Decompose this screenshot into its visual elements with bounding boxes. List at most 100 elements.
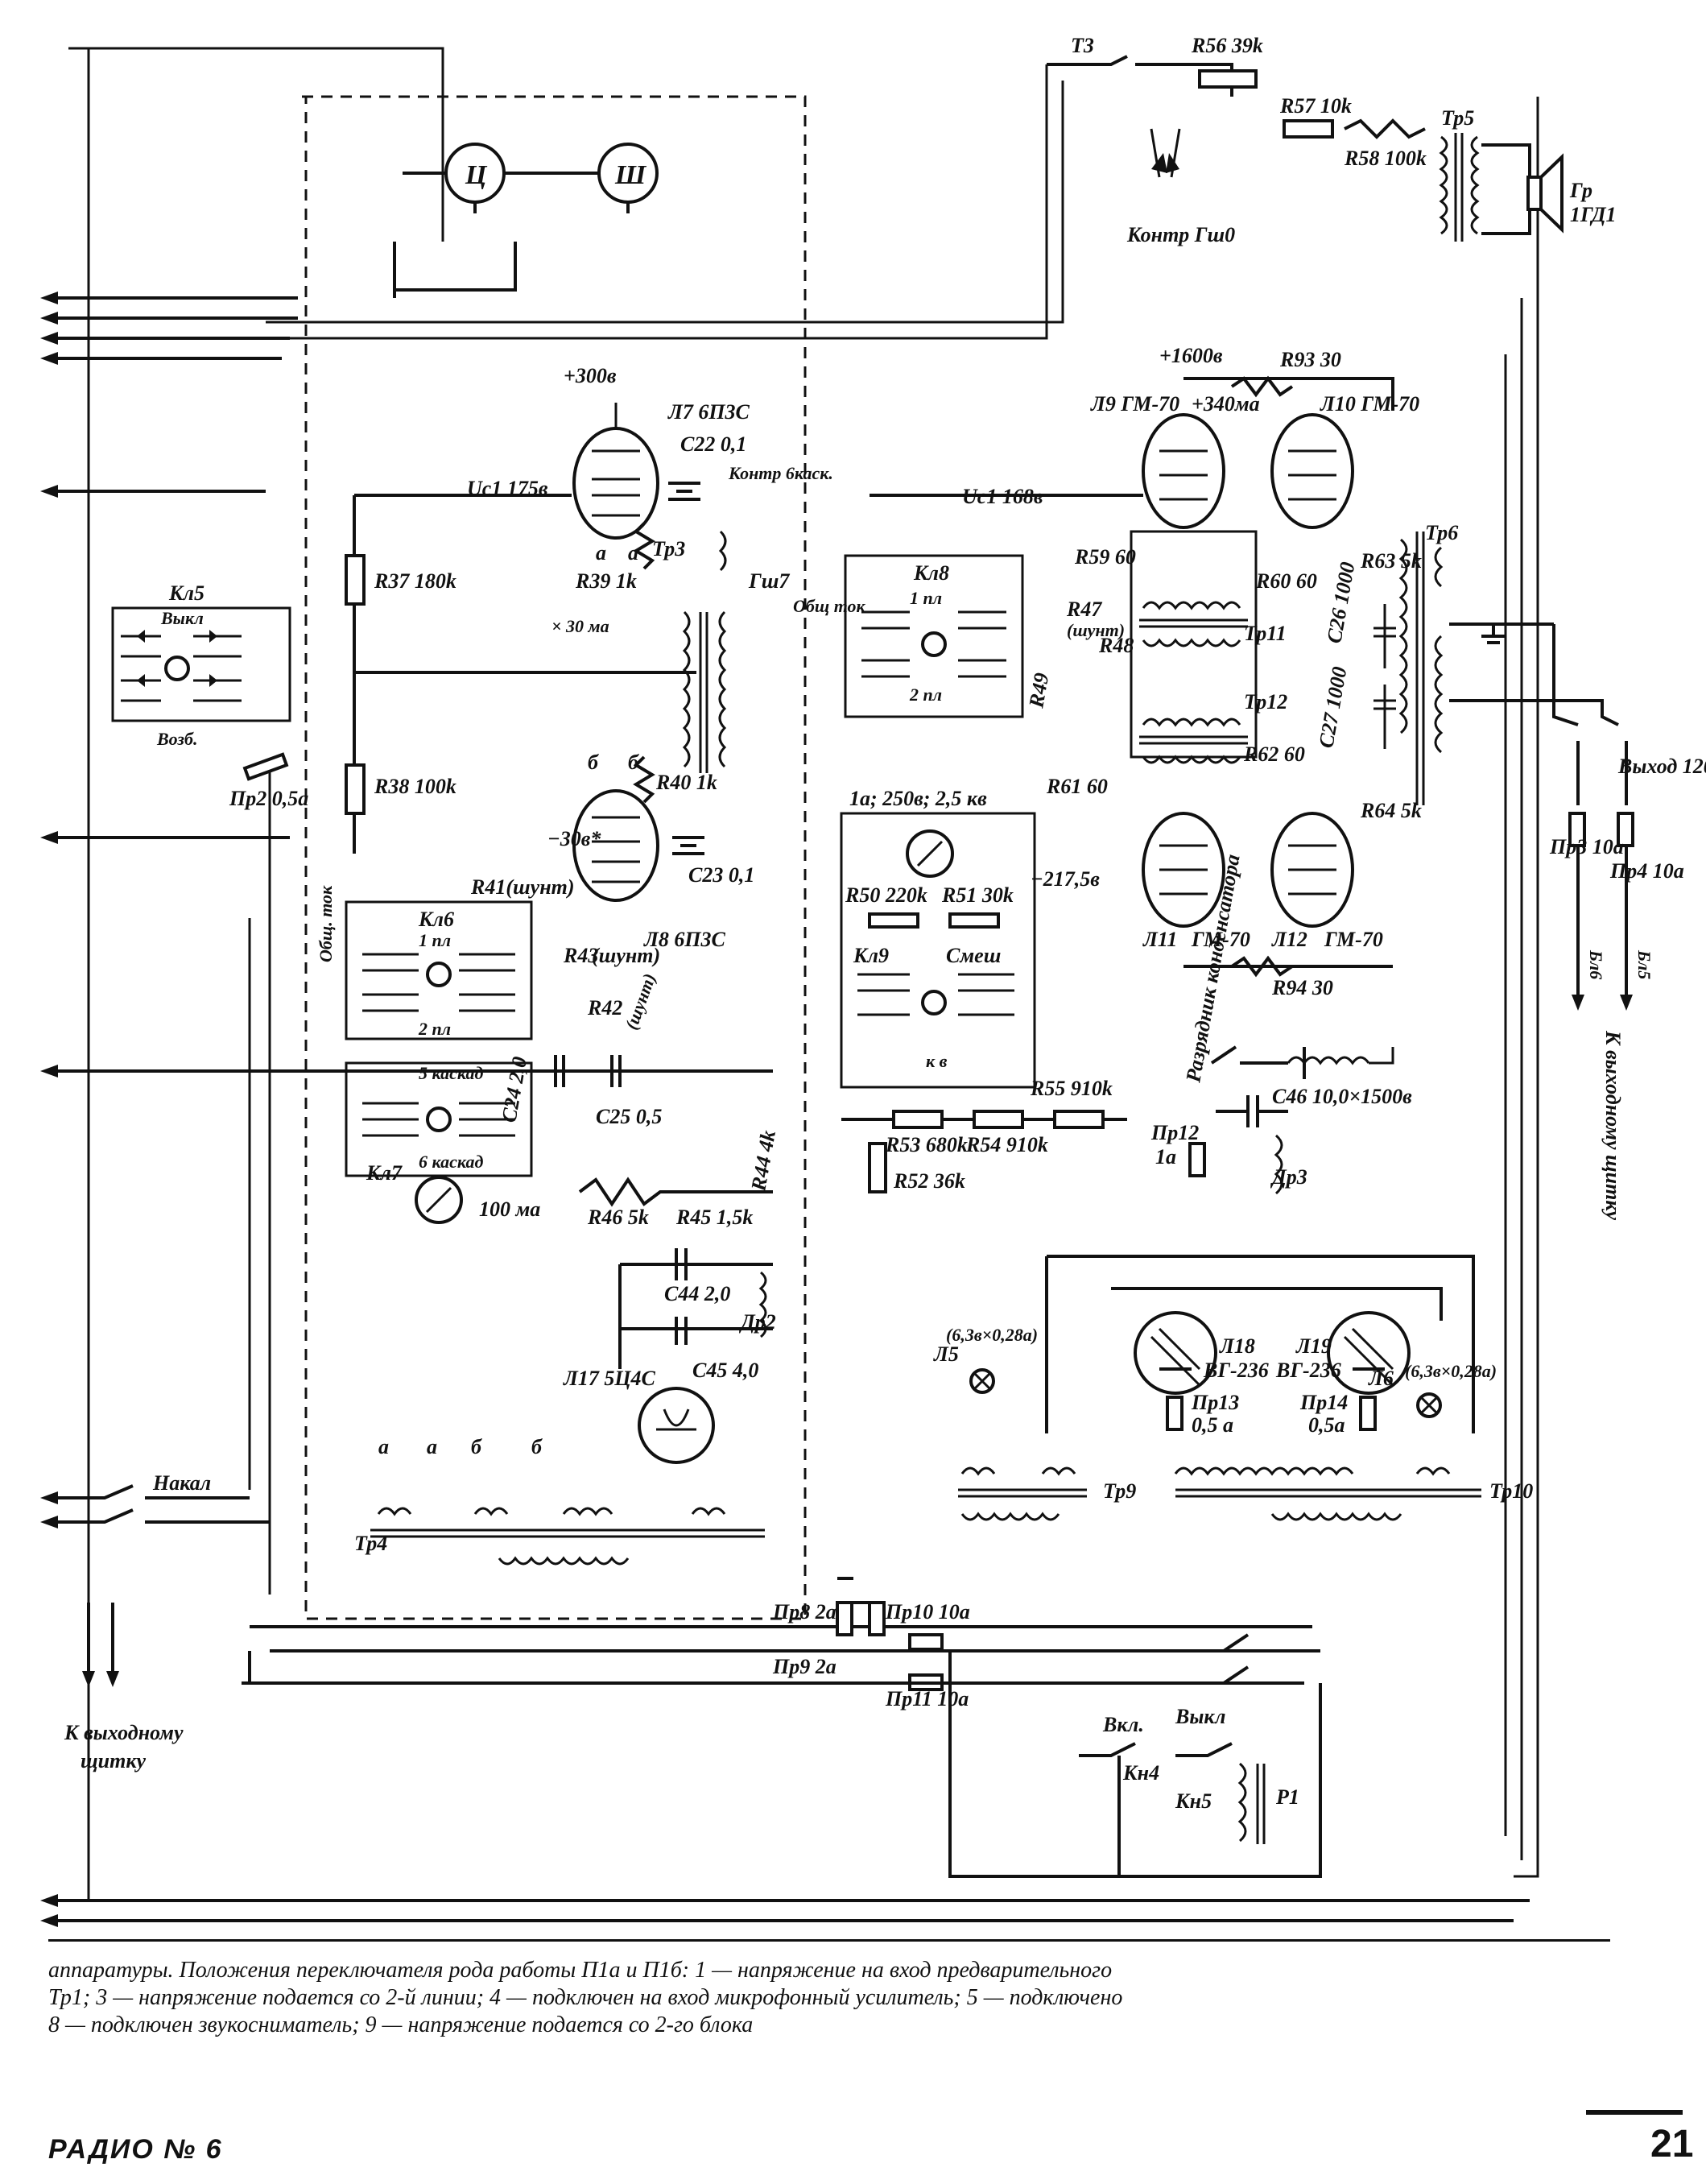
r46-label: R46 5k	[587, 1206, 649, 1229]
page-number: 21	[1650, 2123, 1694, 2165]
r52-label: R52 36k	[893, 1169, 965, 1193]
l9-plus: +1600в	[1159, 344, 1223, 367]
caption-line-1: аппаратуры. Положения переключателя рода…	[48, 1958, 1113, 1983]
l11-type: ГМ-70	[1191, 928, 1250, 951]
kl7-label: Кл7	[366, 1161, 403, 1185]
pos-1pl-right: 1 пл	[910, 588, 942, 608]
caption-separator	[48, 1939, 1610, 1942]
pr11-label: Пр11 10а	[885, 1687, 969, 1710]
p1-label: Р1	[1275, 1785, 1299, 1809]
tr3-transformer: Тр3 Контр 6каск. Гш7	[652, 463, 833, 773]
gr-type-label: 1ГД1	[1570, 203, 1617, 226]
pr13-label: Пр13	[1191, 1391, 1239, 1414]
to-panel-right: К выходному щитку	[1601, 1030, 1625, 1221]
caption-line-3: 8 — подключен звукосниматель; 9 — напряж…	[48, 2012, 754, 2037]
ma30-label: × 30 ма	[551, 616, 609, 636]
output-stage-top: +1600в R93 30 Л9 ГМ-70 +340ма Л10 ГМ-70 …	[870, 344, 1419, 529]
tr4-a1: а	[378, 1435, 389, 1458]
l10-label: Л10 ГМ-70	[1320, 392, 1419, 416]
l9-ma: +340ма	[1192, 392, 1260, 416]
l19-label: Л19	[1295, 1334, 1332, 1358]
rectifier-l17: C44 2,0 C45 4,0 Др2 Л17 5Ц4С	[563, 1248, 776, 1464]
r94-label: R94 30	[1271, 976, 1333, 999]
pos-5-left: 5 каскад	[419, 1063, 483, 1083]
r49-label: R49	[1024, 671, 1053, 710]
vkl-label: Вкл.	[1102, 1713, 1144, 1736]
r63-label: R63 5k	[1360, 549, 1422, 573]
obsh-tok-right: Общ ток	[793, 596, 866, 616]
tr12-label: Тр12	[1244, 690, 1287, 714]
caption-line-2: Тр1; 3 — напряжение подается со 2-й лини…	[48, 1985, 1123, 2010]
l18-label: Л18	[1219, 1334, 1255, 1358]
c22-label: C22 0,1	[680, 432, 746, 456]
contr-label: Контр 6каск.	[728, 463, 833, 483]
l5-label: Л5	[933, 1342, 959, 1366]
monitor-speaker-section: Т3 R56 39k R57 10k R58 100k Тр5 Гр 1ГД1 …	[1047, 34, 1617, 246]
c45-label: C45 4,0	[692, 1359, 758, 1382]
r54-label: R54 910k	[965, 1133, 1048, 1156]
r41-label: R41(шунт)	[470, 875, 575, 899]
t3-label: Т3	[1071, 34, 1094, 57]
shunt-left: (шунт)	[621, 970, 659, 1032]
b-label-1: б	[588, 751, 599, 774]
l7-plus: +300в	[564, 364, 617, 387]
pr2-label: Пр2 0,5а	[229, 787, 308, 810]
mains-section: Пр8 2а Пр9 2а Пр10 10а Пр11 10а Вкл. Вык…	[242, 1577, 1322, 1878]
pr8-label: Пр8 2а	[772, 1600, 836, 1624]
gsh7-label: Гш7	[748, 569, 790, 593]
tr10-label: Тр10	[1489, 1479, 1533, 1503]
r47-label: R47	[1066, 598, 1102, 621]
l7-label: Л7 6П3С	[667, 400, 750, 424]
contr-gsh0-label: Контр Гш0	[1126, 223, 1235, 246]
pr12-val: 1а	[1155, 1145, 1176, 1169]
kl9-label: Кл9	[853, 944, 889, 967]
r42-label: R42	[587, 996, 622, 1020]
r56-label: R56 39k	[1191, 34, 1263, 57]
kl5-exc-label: Возб.	[156, 729, 197, 749]
dr3-label: Др3	[1270, 1165, 1307, 1189]
r43-label: R43	[563, 944, 598, 967]
r37-label: R37 180k	[374, 569, 456, 593]
kl8-label: Кл8	[913, 561, 949, 585]
c27-label: C27 1000	[1314, 665, 1351, 750]
r58-label: R58 100k	[1344, 147, 1427, 170]
tr4-a2: а	[427, 1435, 437, 1458]
r45-label: R45 1,5k	[675, 1206, 753, 1229]
c44-label: C44 2,0	[664, 1282, 730, 1305]
pos-2pl-left: 2 пл	[418, 1019, 451, 1039]
tr4-b2: б	[531, 1435, 543, 1458]
kl9-meter-block: 1а; 250в; 2,5 кв R50 220k R51 30k Кл9 См…	[840, 787, 1100, 1089]
r44-label: R44 4k	[746, 1128, 780, 1193]
hv-rectifier: Л18 ВГ-236 Л19 ВГ-236 Пр13 0,5 а Пр14 0,…	[933, 1255, 1497, 1437]
mix-label: Смеш	[946, 944, 1001, 967]
output-stage-bottom: Л11 ГМ-70 Л12 ГМ-70 R94 30	[1142, 812, 1393, 999]
meter-100-label: 100 ма	[479, 1197, 540, 1221]
tr3-label: Тр3	[652, 537, 685, 560]
l6-val: (6,3в×0,28а)	[1405, 1361, 1497, 1381]
l5-val: (6,3в×0,28а)	[946, 1325, 1038, 1345]
page-number-rule	[1586, 2110, 1683, 2115]
long-vertical-wires	[68, 47, 1539, 1901]
b-label-2: б	[628, 751, 639, 774]
pr9-label: Пр9 2а	[772, 1655, 836, 1678]
meters-top: Ц Ш	[393, 143, 659, 298]
dr2-label: Др2	[739, 1310, 776, 1334]
r39-label: R39 1k	[575, 569, 637, 593]
l12-type: ГМ-70	[1324, 928, 1383, 951]
obsh-tok-left: Общ. ток	[316, 885, 336, 962]
tr4-label: Тр4	[354, 1532, 387, 1555]
left-bus-lines	[40, 292, 1530, 1927]
magazine-footer: РАДИО № 6	[48, 2134, 223, 2165]
kl6-left-label: Кл6	[418, 908, 454, 931]
pr14-val: 0,5а	[1308, 1413, 1345, 1437]
l19-type: ВГ-236	[1275, 1359, 1341, 1382]
c26-label: C26 1000	[1322, 560, 1359, 645]
r57-label: R57 10k	[1279, 94, 1352, 118]
nakal-switch: Накал К выходному щитку	[64, 1471, 270, 1772]
kl5-switch: Кл5 Выкл Возб. Пр2 0,5а	[111, 581, 308, 810]
kl5-off-label: Выкл	[160, 608, 204, 628]
r61-label: R61 60	[1046, 775, 1108, 798]
l12-label: Л12	[1271, 928, 1307, 951]
tr11-label: Тр11	[1244, 622, 1287, 645]
